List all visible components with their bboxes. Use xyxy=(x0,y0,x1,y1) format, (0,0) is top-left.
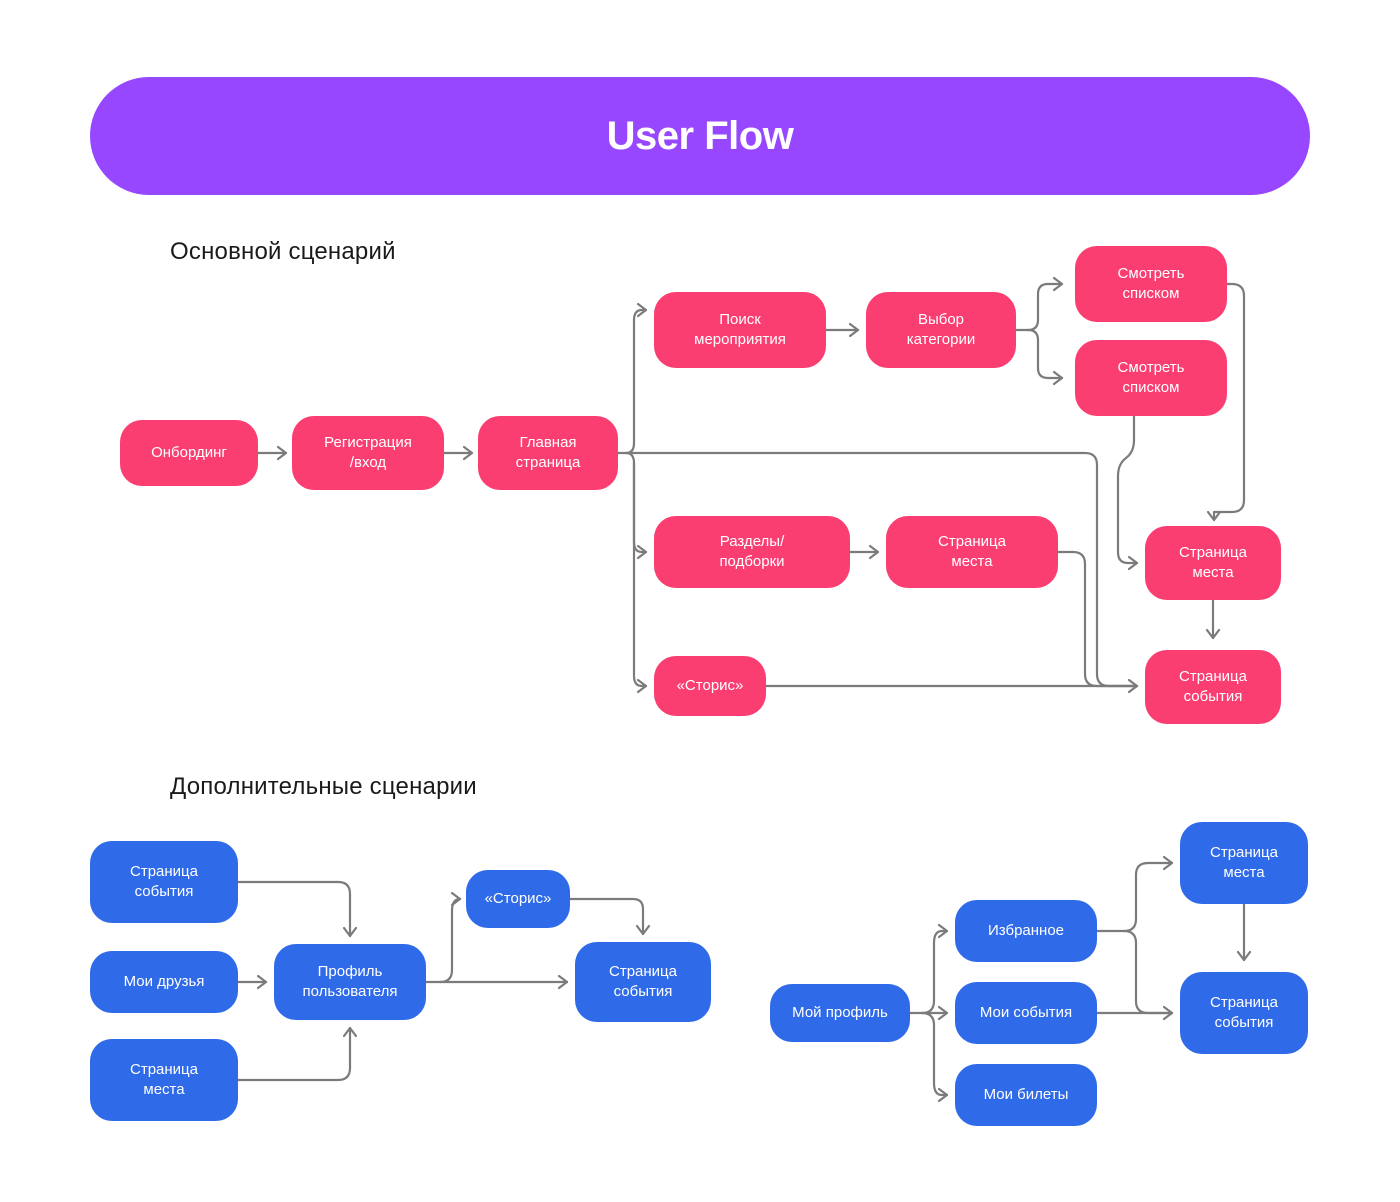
edge-category-to-list1 xyxy=(1026,282,1064,332)
edge-place-to-profile xyxy=(236,1026,352,1082)
edge-main-to-search xyxy=(624,308,648,455)
arrowhead xyxy=(848,322,860,338)
node-event-page-left-target[interactable]: Страница события xyxy=(575,942,711,1022)
edge-favorites-to-place xyxy=(1122,861,1174,933)
node-event-page-main[interactable]: Страница события xyxy=(1145,650,1281,724)
node-place-page-mid[interactable]: Страница места xyxy=(886,516,1058,588)
node-event-page-left[interactable]: Страница события xyxy=(90,841,238,923)
arrowhead xyxy=(1236,950,1252,962)
arrowhead xyxy=(1052,276,1064,292)
arrowhead xyxy=(276,445,288,461)
node-place-page-left[interactable]: Страница места xyxy=(90,1039,238,1121)
node-stories-main[interactable]: «Сторис» xyxy=(654,656,766,716)
edge-place-to-event-page xyxy=(1056,550,1139,688)
node-stories-extra[interactable]: «Сторис» xyxy=(466,870,570,928)
edge-myprofile-to-favorites xyxy=(920,929,949,1015)
node-view-as-list-2[interactable]: Смотреть списком xyxy=(1075,340,1227,416)
arrowhead xyxy=(1205,628,1221,640)
edge-favorites-to-event xyxy=(1122,929,1174,1015)
edge-event-to-profile xyxy=(236,880,352,938)
edge-myprofile-to-mytickets xyxy=(920,1011,949,1097)
node-category-select[interactable]: Выбор категории xyxy=(866,292,1016,368)
arrowhead xyxy=(1206,510,1222,522)
arrowhead xyxy=(1052,370,1064,386)
edge-list2-to-place-page xyxy=(1116,414,1139,565)
node-place-page-right[interactable]: Страница места xyxy=(1145,526,1281,600)
edge-profile-to-stories xyxy=(438,897,462,984)
section-heading-extra: Дополнительные сценарии xyxy=(170,773,477,800)
page-title: User Flow xyxy=(606,113,794,158)
node-event-search[interactable]: Поиск мероприятия xyxy=(654,292,826,368)
arrowhead xyxy=(937,1005,949,1021)
arrowhead xyxy=(256,974,268,990)
node-main-page[interactable]: Главная страница xyxy=(478,416,618,490)
arrowhead xyxy=(1162,1005,1174,1021)
arrowhead xyxy=(462,445,474,461)
edge-main-to-stories xyxy=(632,461,648,688)
arrowhead xyxy=(342,1026,358,1038)
node-registration-login[interactable]: Регистрация /вход xyxy=(292,416,444,490)
node-sections-collections[interactable]: Разделы/ подборки xyxy=(654,516,850,588)
node-my-friends[interactable]: Мои друзья xyxy=(90,951,238,1013)
arrowhead xyxy=(636,302,648,318)
arrowhead xyxy=(868,544,880,560)
arrowhead xyxy=(937,923,949,939)
section-heading-main: Основной сценарий xyxy=(170,238,396,265)
arrowhead xyxy=(557,974,569,990)
arrowhead xyxy=(636,678,648,694)
arrowhead xyxy=(636,544,648,560)
arrowhead xyxy=(1162,855,1174,871)
arrowhead xyxy=(450,891,462,907)
node-user-profile[interactable]: Профиль пользователя xyxy=(274,944,426,1020)
edge-stories-to-event xyxy=(568,897,645,936)
node-view-as-list-1[interactable]: Смотреть списком xyxy=(1075,246,1227,322)
arrowhead xyxy=(635,924,651,936)
node-onboarding[interactable]: Онбординг xyxy=(120,420,258,486)
node-event-page-right-extra[interactable]: Страница события xyxy=(1180,972,1308,1054)
node-my-events[interactable]: Мои события xyxy=(955,982,1097,1044)
edge-category-to-list2 xyxy=(1026,328,1064,380)
arrowhead xyxy=(1127,555,1139,571)
node-place-page-right-extra[interactable]: Страница места xyxy=(1180,822,1308,904)
page-banner: User Flow xyxy=(90,77,1310,195)
node-my-tickets[interactable]: Мои билеты xyxy=(955,1064,1097,1126)
node-favorites[interactable]: Избранное xyxy=(955,900,1097,962)
arrowhead xyxy=(937,1087,949,1103)
edge-main-to-sections xyxy=(624,451,648,554)
arrowhead xyxy=(1127,678,1139,694)
arrowhead xyxy=(342,926,358,938)
node-my-profile[interactable]: Мой профиль xyxy=(770,984,910,1042)
